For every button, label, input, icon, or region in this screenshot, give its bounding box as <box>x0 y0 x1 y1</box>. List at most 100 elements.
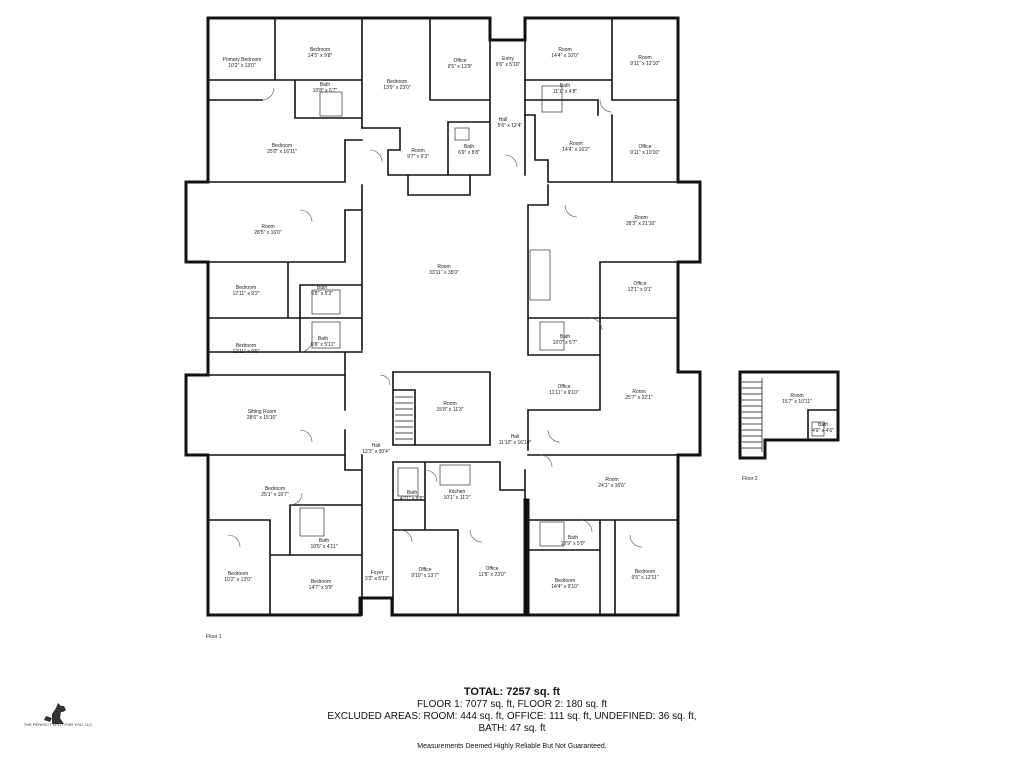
room-dimensions: 10'2" x 13'0" <box>224 577 252 583</box>
room-dimensions: 15'7" x 10'11" <box>782 399 812 405</box>
room-dimensions: 12'3" x 30'4" <box>362 449 390 455</box>
total-area: TOTAL: 7257 sq. ft <box>463 686 561 698</box>
room-dimensions: 14'7" x 9'9" <box>309 585 334 591</box>
room-dimensions: 12'1" x 9'1" <box>628 287 653 293</box>
room-dimensions: 10'1" x 11'2" <box>443 495 470 501</box>
room-dimensions: 6'9" x 8'8" <box>458 150 480 156</box>
disclaimer: Measurements Deemed Highly Reliable But … <box>417 743 607 750</box>
room-dimensions: 28'6" x 15'10" <box>247 415 277 421</box>
room-dimensions: 14'4" x 16'2" <box>562 147 590 153</box>
floor-areas: FLOOR 1: 7077 sq. ft, FLOOR 2: 180 sq. f… <box>416 699 608 710</box>
room-name: Office <box>558 384 571 390</box>
room-dimensions: 25'1" x 16'7" <box>261 492 289 498</box>
floor-label: Floor 2 <box>742 476 758 482</box>
room-dimensions: 10'9" x 5'0" <box>561 541 586 547</box>
room-dimensions: 10'8" x 5'7" <box>313 88 338 94</box>
room-name: Bedroom <box>310 47 330 53</box>
room-name: Bath <box>464 144 475 150</box>
room-name: Bedroom <box>555 578 575 584</box>
room-name: Office <box>454 58 467 64</box>
room-name: Room <box>632 389 645 395</box>
room-dimensions: 9'7" x 6'3" <box>407 154 429 160</box>
room-name: Room <box>411 148 424 154</box>
company-logo-text: THE PERFECT SPOT FOR YOU, LLC <box>23 722 93 727</box>
room-dimensions: 13'9" x 23'0" <box>383 85 411 91</box>
room-name: Hall <box>499 117 508 123</box>
room-dimensions: 10'2" x 13'0" <box>228 63 256 69</box>
room-dimensions: 4'11" x 8'6" <box>400 496 424 502</box>
room-dimensions: 9'10" x 13'7" <box>411 573 439 579</box>
room-dimensions: 9'8" x 5'11" <box>311 342 335 348</box>
room-dimensions: 4'9" x 4'6" <box>812 428 834 434</box>
room-name: Room <box>437 264 450 270</box>
room-name: Bath <box>560 334 571 340</box>
room-name: Office <box>419 567 432 573</box>
room-name: Bedroom <box>265 486 285 492</box>
room-dimensions: 12'11" x 9'2" <box>232 291 259 297</box>
room-name: Bath <box>818 422 829 428</box>
room-name: Room <box>790 393 803 399</box>
room-name: Room <box>569 141 582 147</box>
room-name: Bath <box>568 535 579 541</box>
room-name: Bedroom <box>236 343 256 349</box>
dog-icon <box>44 703 66 724</box>
stairs-floor2 <box>742 378 763 452</box>
room-dimensions: 25'7" x 22'1" <box>625 395 653 401</box>
room-dimensions: 24'1" x 16'6" <box>598 483 626 489</box>
room-dimensions: 15'8" x 11'3" <box>436 407 463 413</box>
room-name: Bath <box>407 490 418 496</box>
room-name: Sitting Room <box>248 409 277 415</box>
room-name: Room <box>605 477 618 483</box>
room-name: Room <box>634 215 647 221</box>
room-dimensions: 11'11" x 9'10" <box>549 390 579 396</box>
room-dimensions: 11'1" x 4'8" <box>553 89 577 95</box>
room-name: Kitchen <box>449 489 466 495</box>
room-dimensions: 12'11" x 9'5" <box>232 349 259 355</box>
room-dimensions: 11'5" x 23'0" <box>478 572 505 578</box>
room-dimensions: 14'5" x 9'8" <box>308 53 333 59</box>
room-dimensions: 9'8" x 5'3" <box>311 291 333 297</box>
room-name: Room <box>261 224 274 230</box>
stairs-floor1 <box>395 396 413 440</box>
room-dimensions: 9'6" x 5'10" <box>496 62 521 68</box>
room-name: Bedroom <box>387 79 407 85</box>
room-dimensions: 28'5" x 16'0" <box>254 230 282 236</box>
floor-plan: Primary Bedroom 10'2" x 13'0" Bedroom 14… <box>184 16 840 640</box>
room-name: Bath <box>317 285 328 291</box>
room-dimensions: 28'3" x 21'10" <box>626 221 656 227</box>
room-name: Bedroom <box>311 579 331 585</box>
room-name: Hall <box>372 443 381 449</box>
room-dimensions: 9'11" x 12'10" <box>630 61 660 67</box>
room-dimensions: 25'0" x 16'11" <box>267 149 297 155</box>
room-name: Primary Bedroom <box>223 57 262 63</box>
room-dimensions: 33'11" x 35'0" <box>429 270 459 276</box>
room-name: Room <box>558 47 571 53</box>
outer-wall <box>184 16 702 617</box>
room-name: Bedroom <box>635 569 655 575</box>
room-dimensions: 9'11" x 10'10" <box>630 150 660 156</box>
door-swing <box>261 87 275 101</box>
excluded-areas: EXCLUDED AREAS: ROOM: 444 sq. ft, OFFICE… <box>327 711 697 722</box>
room-name: Office <box>486 566 499 572</box>
floor-label: Floor 1 <box>206 634 222 640</box>
fixture <box>319 91 343 117</box>
room-dimensions: 11'10" x 16'10" <box>499 440 532 446</box>
room-dimensions: 5'6" x 12'4" <box>498 123 523 129</box>
room-name: Hall <box>511 434 520 440</box>
room-name: Office <box>634 281 647 287</box>
floor2-outer-wall <box>738 370 840 460</box>
room-dimensions: 10'5" x 4'11" <box>310 544 337 550</box>
room-name: Entry <box>502 56 514 62</box>
room-name: Bedroom <box>272 143 292 149</box>
room-name: Bath <box>319 538 330 544</box>
inner-walls <box>207 17 363 183</box>
room-dimensions: 3'3" x 5'11" <box>365 576 389 582</box>
room-name: Office <box>639 144 652 150</box>
room-name: Foyer <box>371 570 384 576</box>
room-name: Room <box>638 55 651 61</box>
room-name: Bedroom <box>236 285 256 291</box>
room-dimensions: 9'5" x 12'11" <box>631 575 658 581</box>
room-dimensions: 14'4" x 9'10" <box>551 584 579 590</box>
room-dimensions: 9'5" x 13'9" <box>448 64 473 70</box>
room-dimensions: 10'0" x 5'7" <box>553 340 578 346</box>
